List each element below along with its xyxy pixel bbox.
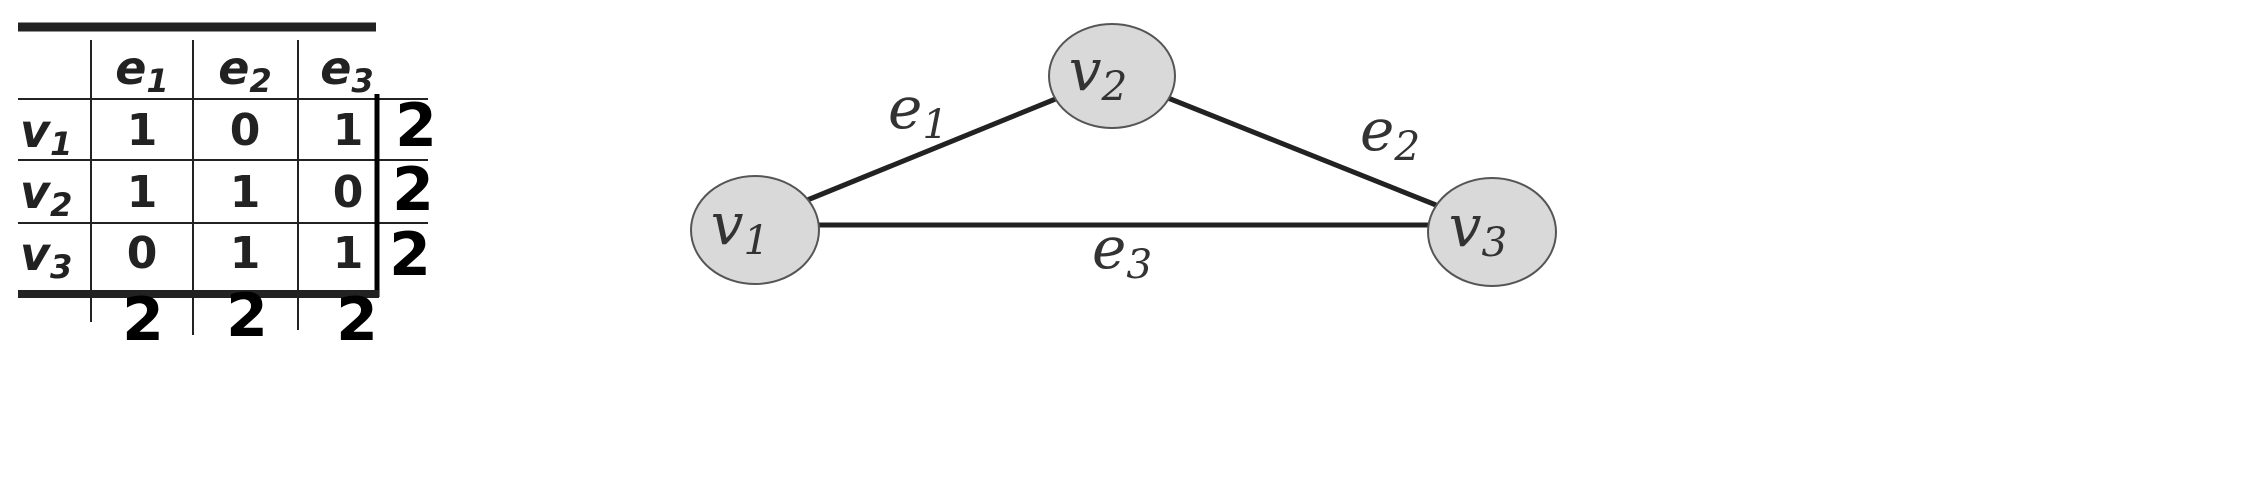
edge-label-e2: e2 <box>1360 96 1420 170</box>
matrix-cell: 0 <box>127 228 158 279</box>
column-sum-e3: 2 <box>336 285 378 355</box>
row-header-v2: v2 <box>20 165 72 224</box>
node-label-v2: v2 <box>1069 36 1128 110</box>
row-sum-v2: 2 <box>392 155 434 225</box>
node-v1: v1 <box>690 175 820 285</box>
matrix-cell: 0 <box>230 105 261 156</box>
row-sum-v1: 2 <box>395 91 437 161</box>
row-sum-v3: 2 <box>389 220 431 290</box>
triangle-graph: e1 e2 e3 v1 v2 v3 <box>690 23 1557 288</box>
column-header-e1: e1 <box>115 41 169 100</box>
matrix-cell: 1 <box>230 228 261 279</box>
column-header-e3: e3 <box>320 41 374 100</box>
column-sum-e1: 2 <box>122 285 164 355</box>
matrix-cell: 1 <box>127 105 158 156</box>
column-sum-e2: 2 <box>226 281 268 351</box>
row-header-v3: v3 <box>20 227 72 286</box>
column-header-e2: e2 <box>218 41 272 100</box>
row-header-v1: v1 <box>20 104 72 163</box>
incidence-matrix: e1 e2 e3 v1 v2 v3 1 0 1 1 1 0 0 1 1 2 2 … <box>18 22 437 355</box>
edge-label-e1: e1 <box>888 74 948 148</box>
edge-e1 <box>799 95 1059 206</box>
node-v3: v3 <box>1427 177 1557 287</box>
matrix-cell: 1 <box>230 167 261 218</box>
edge-e2 <box>1167 95 1437 208</box>
matrix-cell: 1 <box>127 167 158 218</box>
edge-label-e3: e3 <box>1092 214 1152 288</box>
matrix-cell: 0 <box>333 167 364 218</box>
matrix-cell: 1 <box>333 228 364 279</box>
node-label-v3: v3 <box>1449 192 1508 266</box>
matrix-cell: 1 <box>333 105 364 156</box>
node-label-v1: v1 <box>711 190 770 264</box>
node-v2: v2 <box>1048 23 1176 129</box>
